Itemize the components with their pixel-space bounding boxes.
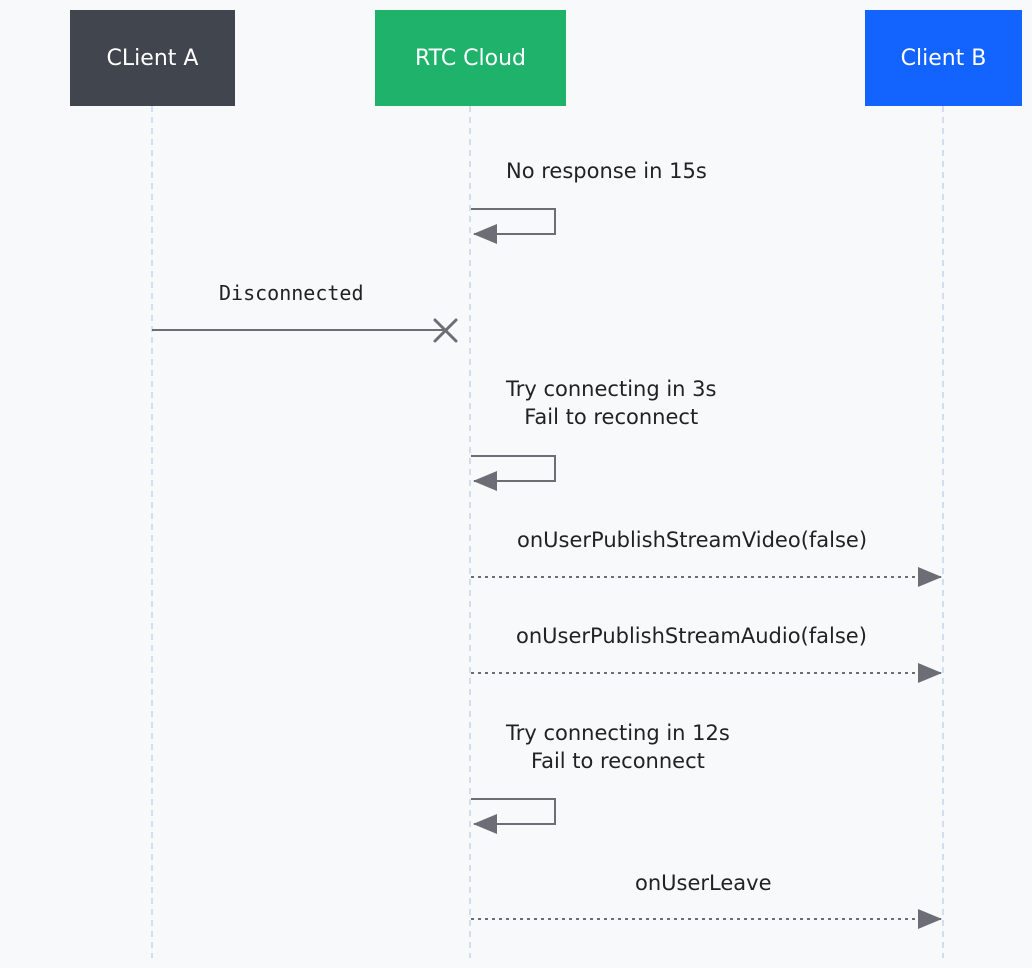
message-no-response-label: No response in 15s [506, 159, 707, 183]
lost-message-cross-icon [433, 318, 458, 343]
message-audio-off-label: onUserPublishStreamAudio(false) [516, 624, 867, 648]
self-loop-no-response [471, 208, 556, 244]
participant-rtc-cloud-label: RTC Cloud [414, 45, 527, 71]
self-loop-retry-1 [471, 455, 556, 491]
message-retry-2-line1: Try connecting in 12s [506, 721, 730, 745]
participant-rtc-cloud: RTC Cloud [375, 10, 566, 106]
message-video-off-label: onUserPublishStreamVideo(false) [517, 528, 868, 552]
message-disconnected-label: Disconnected [219, 281, 364, 305]
message-retry-1-line2: Fail to reconnect [524, 405, 699, 429]
message-retry-2-label: Try connecting in 12s Fail to reconnect [506, 719, 730, 775]
participant-client-b-label: Client B [900, 45, 987, 71]
message-retry-1-label: Try connecting in 3s Fail to reconnect [506, 375, 716, 431]
participant-client-b: Client B [865, 10, 1022, 106]
participant-client-a: CLient A [70, 10, 235, 106]
message-user-leave-label: onUserLeave [635, 871, 772, 895]
participant-client-a-label: CLient A [106, 45, 199, 71]
message-retry-2-line2: Fail to reconnect [530, 749, 705, 773]
message-retry-1-line1: Try connecting in 3s [506, 377, 717, 401]
self-loop-retry-2 [471, 798, 556, 834]
